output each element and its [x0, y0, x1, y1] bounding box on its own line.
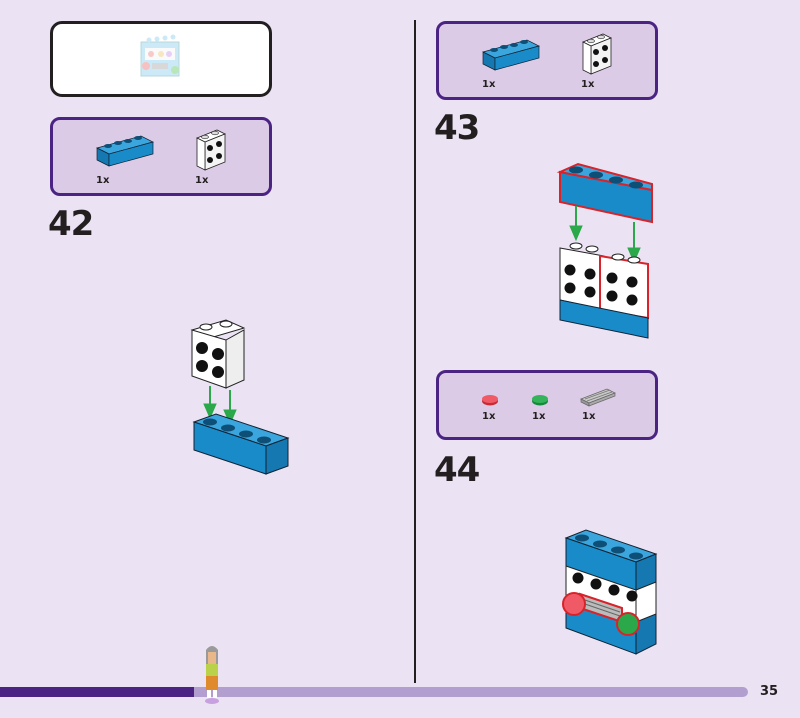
step-number-43: 43	[434, 108, 480, 148]
white-brick-modified-icon	[582, 33, 612, 75]
green-arrow-icon	[569, 206, 641, 264]
parts-list-step-43: 1x 1x	[436, 21, 658, 100]
blue-brick-1x4-icon	[192, 413, 290, 475]
white-brick-modified-icon	[196, 129, 226, 171]
green-round-tile-icon	[532, 395, 548, 406]
part-quantity: 1x	[482, 411, 496, 422]
grille-tile-icon	[580, 388, 616, 407]
part-quantity: 1x	[482, 79, 496, 90]
submodel-preview-icon	[140, 34, 180, 77]
white-brick-pair	[559, 242, 649, 320]
part-quantity: 1x	[581, 79, 595, 90]
white-brick-modified-icon	[190, 319, 246, 389]
part-quantity: 1x	[96, 175, 110, 186]
column-divider	[414, 20, 416, 683]
parts-list-step-44: 1x 1x 1x	[436, 370, 658, 440]
blue-brick-1x4-icon	[482, 39, 540, 71]
submodel-preview	[50, 21, 272, 97]
part-quantity: 1x	[532, 411, 546, 422]
green-arrow-icon	[203, 386, 237, 426]
step-42-assembly-illustration	[190, 319, 290, 475]
blue-brick-1x4-icon	[556, 162, 653, 224]
red-round-tile-icon	[562, 592, 586, 616]
part-quantity: 1x	[195, 175, 209, 186]
step-number-44: 44	[434, 450, 480, 490]
blue-base-brick	[559, 299, 649, 339]
red-round-tile-icon	[482, 395, 498, 406]
minifigure-icon	[205, 646, 219, 704]
step-44-assembly-illustration	[562, 529, 658, 655]
step-number-42: 42	[48, 204, 94, 244]
blue-brick-1x4-icon	[96, 135, 154, 167]
parts-list-step-42: 1x 1x	[50, 117, 272, 196]
green-round-tile-icon	[616, 612, 640, 636]
progress-track	[0, 687, 748, 697]
page-number: 35	[760, 684, 779, 699]
step-43-assembly-illustration	[556, 162, 653, 339]
part-quantity: 1x	[582, 411, 596, 422]
progress-fill	[0, 687, 195, 697]
